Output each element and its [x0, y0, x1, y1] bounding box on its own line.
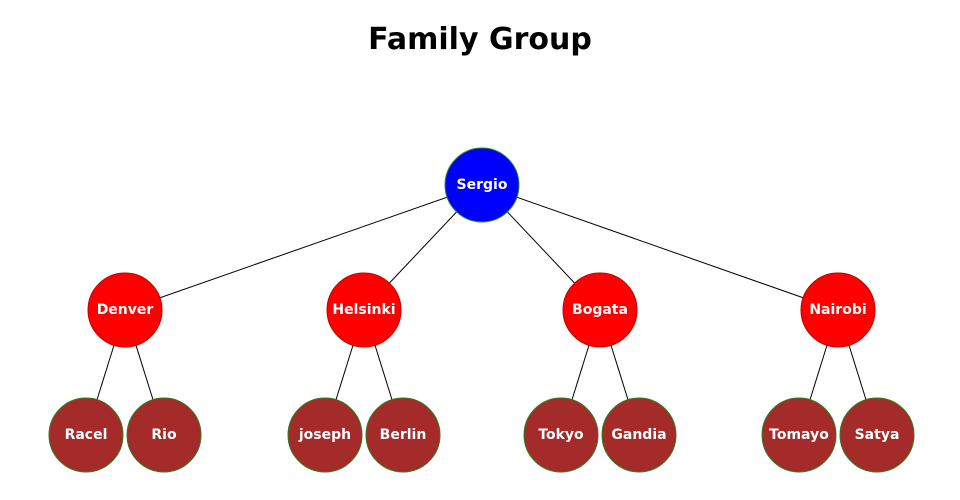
node-label: Tomayo: [769, 427, 829, 443]
node-bogata: Bogata: [562, 272, 638, 348]
node-tomayo: Tomayo: [761, 397, 837, 473]
node-helsinki: Helsinki: [326, 272, 402, 348]
node-label: Racel: [65, 427, 108, 443]
node-circle: [800, 272, 876, 348]
node-label: Tokyo: [538, 427, 584, 443]
node-circle: [839, 397, 915, 473]
diagram-title: Family Group: [368, 22, 592, 57]
node-label: Rio: [151, 427, 177, 443]
node-label: joseph: [298, 427, 351, 443]
node-sergio: Sergio: [444, 147, 520, 223]
node-label: Berlin: [380, 427, 427, 443]
node-circle: [87, 272, 163, 348]
node-circle: [444, 147, 520, 223]
node-circle: [761, 397, 837, 473]
node-circle: [326, 272, 402, 348]
node-circle: [601, 397, 677, 473]
node-satya: Satya: [839, 397, 915, 473]
link-sergio-denver: [124, 184, 483, 311]
node-label: Denver: [97, 302, 154, 318]
node-tokyo: Tokyo: [523, 397, 599, 473]
node-berlin: Berlin: [365, 397, 441, 473]
links-layer: [85, 184, 878, 436]
node-circle: [523, 397, 599, 473]
node-joseph: joseph: [287, 397, 363, 473]
node-circle: [287, 397, 363, 473]
node-label: Bogata: [572, 302, 628, 318]
node-denver: Denver: [87, 272, 163, 348]
node-nairobi: Nairobi: [800, 272, 876, 348]
node-label: Satya: [855, 427, 900, 443]
node-circle: [562, 272, 638, 348]
node-label: Sergio: [457, 177, 508, 193]
node-gandia: Gandia: [601, 397, 677, 473]
node-circle: [365, 397, 441, 473]
node-label: Helsinki: [332, 302, 395, 318]
link-sergio-nairobi: [481, 184, 839, 311]
node-rio: Rio: [126, 397, 202, 473]
node-racel: Racel: [48, 397, 124, 473]
node-circle: [48, 397, 124, 473]
node-label: Nairobi: [809, 302, 866, 318]
node-circle: [126, 397, 202, 473]
node-label: Gandia: [611, 427, 666, 443]
